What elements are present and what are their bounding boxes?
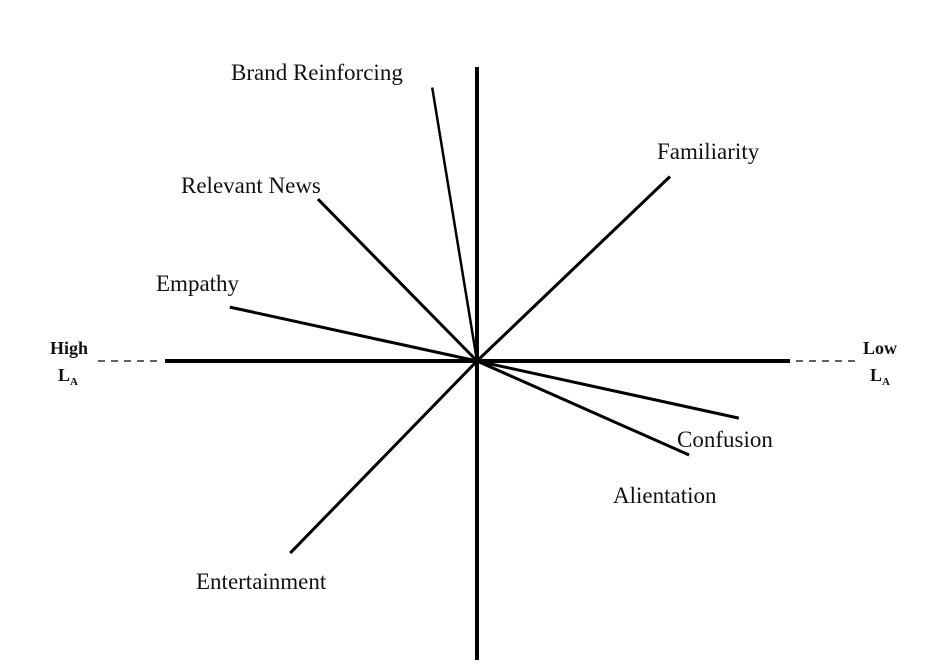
label-brand-reinforcing: Brand Reinforcing: [231, 60, 403, 85]
vector-brand-reinforcing: [430, 87, 479, 362]
axis-right-symbol: LA: [870, 365, 890, 388]
axis-right-symbol-main: L: [870, 365, 882, 385]
axis-left-symbol: LA: [58, 365, 78, 388]
vector-relevant-news: [316, 198, 479, 363]
label-familiarity: Familiarity: [657, 139, 760, 164]
axis-right-subscript: A: [882, 376, 890, 388]
axis-right-label: Low: [863, 338, 897, 358]
axis-left-symbol-main: L: [58, 365, 70, 385]
axis-left-subscript: A: [70, 376, 78, 388]
label-entertainment: Entertainment: [196, 569, 327, 594]
vector-empathy: [229, 305, 478, 363]
vector-lines: [229, 87, 740, 555]
vector-entertainment: [289, 359, 479, 555]
label-alientation: Alientation: [613, 483, 717, 508]
vector-confusion: [476, 359, 740, 420]
axis-left-label: High: [50, 338, 88, 358]
label-empathy: Empathy: [156, 271, 240, 296]
label-confusion: Confusion: [677, 427, 773, 452]
label-relevant-news: Relevant News: [181, 173, 321, 198]
vector-alientation: [476, 359, 690, 457]
vector-familiarity: [475, 175, 672, 363]
